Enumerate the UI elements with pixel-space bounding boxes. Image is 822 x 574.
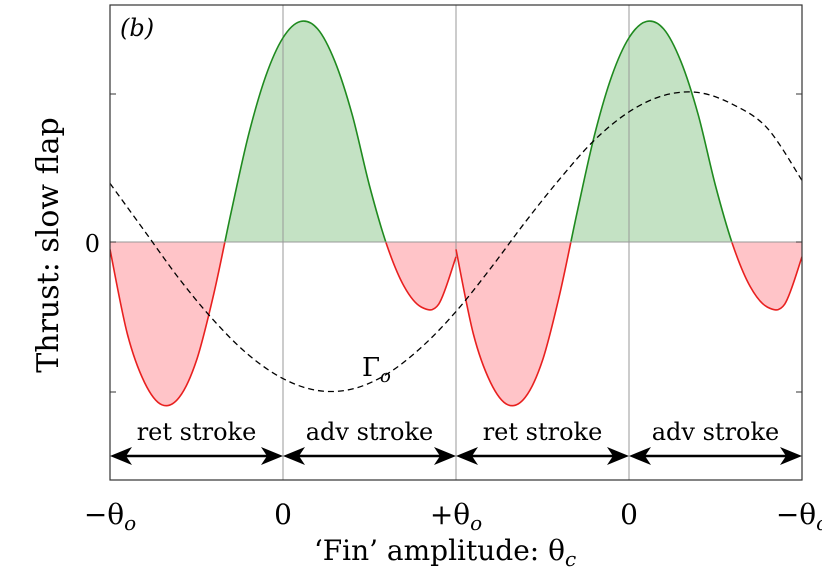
x-axis-label: ‘Fin’ amplitude: θc [314, 534, 576, 571]
stroke-arrows [110, 447, 802, 465]
gamma-label-main: Γ [362, 353, 380, 383]
x-tick-label-main-4: 0 [620, 498, 638, 531]
gamma-label: Γo [362, 353, 391, 387]
x-tick-label-3: +θo [430, 498, 482, 535]
y-tick-marks [110, 93, 802, 393]
arrow-head-left-3 [456, 447, 478, 465]
x-axis-label-main: ‘Fin’ amplitude: θ [314, 534, 565, 567]
arrow-head-right-1 [261, 447, 283, 465]
x-tick-label-2: 0 [274, 498, 292, 531]
x-tick-label-1: −θo [84, 498, 136, 535]
x-axis-label-sub: c [565, 547, 576, 571]
x-tick-label-sub-3: o [470, 511, 482, 535]
thrust-negative-line-2 [455, 242, 802, 407]
gamma-label-sub: o [380, 366, 391, 387]
x-tick-label-main-2: 0 [274, 498, 292, 531]
stroke-label-1: ret stroke [137, 418, 257, 446]
series-lines [109, 20, 803, 407]
x-tick-label-main-1: −θ [84, 498, 124, 531]
thrust-negative-fill-2 [456, 242, 802, 406]
x-tick-labels: −θo0+θo0−θo [84, 498, 822, 535]
thrust-negative-line-1 [110, 242, 457, 407]
panel-label: (b) [120, 14, 154, 42]
arrow-head-left-4 [629, 447, 651, 465]
arrow-head-left-2 [283, 447, 305, 465]
thrust-positive-line-1 [224, 20, 387, 242]
y-axis-label: Thrust: slow flap [31, 117, 66, 372]
arrow-head-left-1 [110, 447, 132, 465]
x-tick-label-4: 0 [620, 498, 638, 531]
x-tick-label-5: −θo [776, 498, 822, 535]
stroke-label-2: adv stroke [306, 418, 434, 446]
arrow-head-right-4 [780, 447, 802, 465]
stroke-label-4: adv stroke [652, 418, 780, 446]
stroke-labels: ret stroke adv stroke ret stroke adv stroke [137, 418, 780, 446]
x-tick-label-sub-5: o [816, 511, 822, 535]
x-tick-label-main-3: +θ [430, 498, 470, 531]
stroke-label-3: ret stroke [483, 418, 603, 446]
arrow-head-right-3 [607, 447, 629, 465]
arrow-head-right-2 [434, 447, 456, 465]
x-tick-label-sub-1: o [124, 511, 136, 535]
y-zero-tick-label: 0 [85, 230, 100, 258]
x-tick-label-main-5: −θ [776, 498, 816, 531]
gamma-curve [109, 91, 803, 393]
thrust-positive-line-2 [570, 20, 733, 242]
thrust-negative-fill-1 [110, 242, 456, 406]
